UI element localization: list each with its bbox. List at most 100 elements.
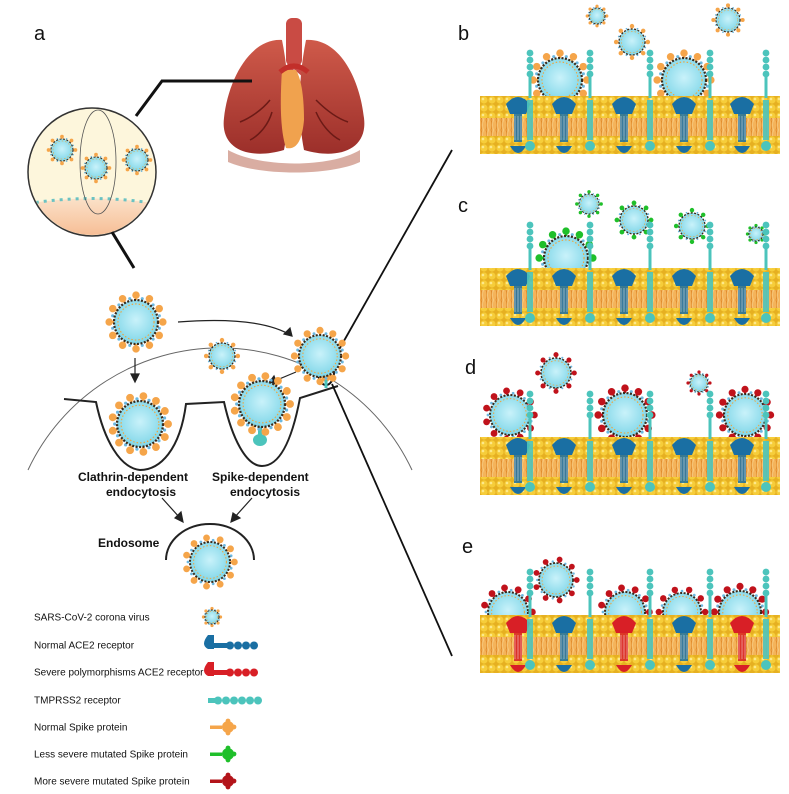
virus-endosome (183, 534, 238, 590)
ace2-receptor (672, 269, 696, 325)
legend-label: Normal Spike protein (34, 723, 127, 734)
endocytosis-membrane (63, 385, 339, 472)
virus-membrane-panel-d-3 (594, 384, 656, 446)
tmprss2-icon (208, 696, 262, 705)
legend-row: Severe polymorphisms ACE2 receptor (34, 662, 258, 679)
lungs-illustration (223, 18, 365, 173)
ace2-severe-receptor (730, 616, 754, 672)
panel-label-d: d (465, 357, 476, 379)
ace2-receptor (672, 438, 696, 494)
membrane-panel-d (480, 390, 780, 495)
virus-membrane-panel-c-3 (745, 223, 767, 245)
tmprss2-receptor (761, 568, 771, 670)
ace2-receptor (552, 269, 576, 325)
ace2-receptor (612, 438, 636, 494)
tmprss2-receptor (645, 390, 655, 492)
tmprss2-receptor (525, 390, 535, 492)
ace2-severe-receptor (612, 616, 636, 672)
ace2-receptor (506, 97, 530, 153)
legend-label: Less severe mutated Spike protein (34, 750, 188, 761)
ace2-receptor (672, 616, 696, 672)
panel-label-c: c (458, 195, 468, 217)
clathrin-caption-1: Clathrin-dependent (78, 470, 188, 484)
tmprss2-receptor (645, 568, 655, 670)
tmprss2-receptor (761, 390, 771, 492)
virus-membrane-panel-b-0 (585, 4, 609, 28)
virus-binding (290, 326, 350, 386)
ace2-receptor (552, 616, 576, 672)
panel-label-b: b (458, 23, 469, 45)
endosome-shape (165, 523, 255, 561)
ace2-receptor (730, 438, 754, 494)
legend-row: SARS-CoV-2 corona virus (34, 606, 223, 628)
panel-label-e: e (462, 536, 473, 558)
zoom-line-bottom (331, 383, 453, 657)
legend-row: Less severe mutated Spike protein (34, 745, 237, 763)
tmprss2-receptor (525, 221, 535, 323)
tmprss2-receptor (645, 221, 655, 323)
membrane-panels (480, 49, 780, 673)
membrane-panel-c (480, 221, 780, 326)
ace2-receptor (552, 97, 576, 153)
legend-label: TMPRSS2 receptor (34, 696, 121, 707)
legend-row: Normal Spike protein (34, 718, 237, 736)
legend-row: More severe mutated Spike protein (34, 772, 237, 790)
virus-clathrin-pit (108, 392, 172, 456)
panel-label-a: a (34, 23, 46, 45)
legend-label: Normal ACE2 receptor (34, 641, 135, 652)
virus-zoom-3 (121, 144, 153, 176)
tmprss2-receptor (525, 49, 535, 151)
zoom-connector-cell (110, 231, 136, 269)
membrane-panel-e (480, 568, 780, 673)
legend-virus-icon (201, 606, 223, 628)
virus-zoom-2 (80, 152, 112, 184)
tmprss2-receptor (705, 49, 715, 151)
ace2-receptor (612, 97, 636, 153)
virus-icon (201, 606, 223, 628)
tmprss2-receptor (705, 390, 715, 492)
legend-row: TMPRSS2 receptor (34, 696, 262, 707)
zoom-line-top (331, 149, 453, 363)
tmprss2-receptor (585, 221, 595, 323)
tmprss2-receptor (705, 568, 715, 670)
spike-normal-icon (210, 718, 237, 736)
virus-membrane-panel-c-0 (575, 190, 603, 218)
virus-zoom-1 (46, 134, 78, 166)
virus-spike-pit (230, 372, 294, 436)
tmprss2-receptor (705, 221, 715, 323)
virus-membrane-panel-c-1 (614, 200, 654, 240)
spike-caption-2: endocytosis (230, 485, 300, 499)
legend-label: Severe polymorphisms ACE2 receptor (34, 668, 204, 679)
legend-row: Normal ACE2 receptor (34, 635, 258, 652)
tmprss2-receptor (585, 49, 595, 151)
ace2-normal-icon (204, 635, 258, 650)
tmprss2-receptor (645, 49, 655, 151)
legend-label: More severe mutated Spike protein (34, 777, 190, 788)
tmprss2-receptor (761, 49, 771, 151)
virus-membrane-panel-d-0 (535, 352, 577, 394)
ace2-receptor (506, 438, 530, 494)
membrane-panel-b (480, 49, 780, 154)
virus-free (105, 291, 167, 353)
virus-membrane-panel-c-2 (673, 207, 711, 245)
ace2-severe-receptor (506, 616, 530, 672)
zoom-connector-lungs (134, 79, 252, 117)
endosome-caption: Endosome (98, 536, 160, 550)
virus-membrane-panel-b-1 (613, 23, 651, 61)
legend-label: SARS-CoV-2 corona virus (34, 613, 150, 624)
virus-membrane-panel-e-0 (533, 556, 580, 604)
virus-membrane-panel-d-1 (686, 370, 712, 396)
tmprss2-receptor (585, 390, 595, 492)
clathrin-caption-2: endocytosis (106, 485, 176, 499)
spike-caption-1: Spike-dependent (212, 470, 309, 484)
ace2-receptor (672, 97, 696, 153)
ace2-severe-icon (204, 662, 258, 677)
spike-less-severe-icon (210, 745, 237, 763)
virus-small (203, 337, 241, 375)
ace2-receptor (552, 438, 576, 494)
ace2-receptor (506, 269, 530, 325)
tmprss2-receptor (585, 568, 595, 670)
ace2-receptor (612, 269, 636, 325)
